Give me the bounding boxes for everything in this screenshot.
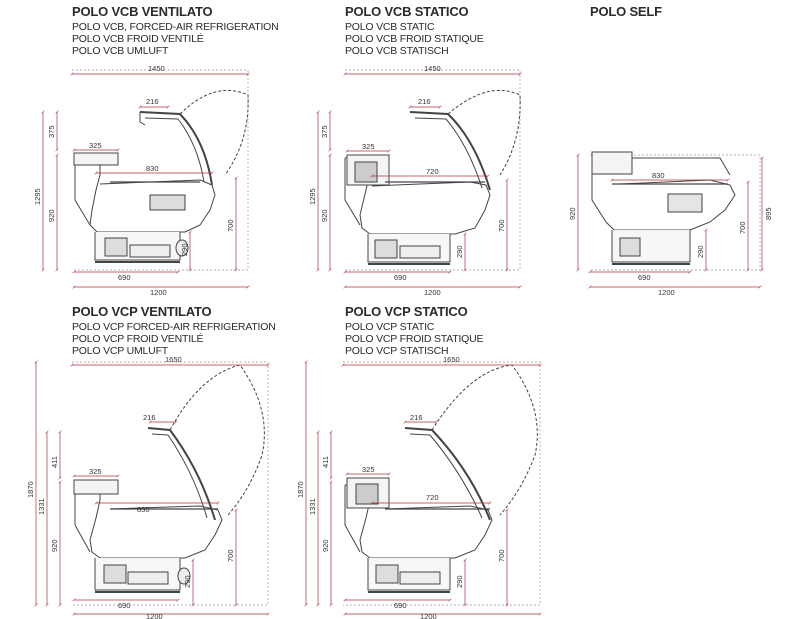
product-subtitle: POLO VCP FROID STATIQUE bbox=[345, 333, 484, 345]
dim-h-total: 1870 bbox=[296, 481, 305, 498]
dim-h-front: 700 bbox=[226, 549, 235, 562]
dim-base: 690 bbox=[394, 273, 407, 282]
dim-inner: 830 bbox=[137, 505, 150, 514]
dim-top: 216 bbox=[143, 413, 156, 422]
dim-inner: 830 bbox=[146, 164, 159, 173]
dim-h-body: 920 bbox=[568, 207, 577, 220]
dimensions-vcb-statico bbox=[318, 74, 520, 287]
product-subtitle: POLO VCB STATIC bbox=[345, 21, 435, 33]
dim-depth: 1200 bbox=[146, 612, 163, 619]
dim-total-width: 1450 bbox=[424, 64, 441, 73]
dim-h-total: 1870 bbox=[26, 481, 35, 498]
product-subtitle: POLO VCP STATISCH bbox=[345, 345, 449, 357]
dim-base: 690 bbox=[638, 273, 651, 282]
dim-h-glass: 375 bbox=[47, 125, 56, 138]
dim-h-front: 700 bbox=[497, 549, 506, 562]
dimensions-polo-self bbox=[578, 155, 762, 287]
dim-h-foot: 290 bbox=[455, 575, 464, 588]
product-subtitle: POLO VCB UMLUFT bbox=[72, 45, 169, 57]
product-subtitle: POLO VCB STATISCH bbox=[345, 45, 449, 57]
product-subtitle: POLO VCP UMLUFT bbox=[72, 345, 168, 357]
dim-shelf: 325 bbox=[362, 142, 375, 151]
dim-shelf: 325 bbox=[362, 465, 375, 474]
dim-total-width: 1650 bbox=[443, 355, 460, 364]
dim-depth: 1200 bbox=[420, 612, 437, 619]
dim-h-body: 920 bbox=[50, 539, 59, 552]
dim-h-body: 920 bbox=[47, 209, 56, 222]
dim-base: 690 bbox=[394, 601, 407, 610]
product-subtitle: POLO VCB FROID STATIQUE bbox=[345, 33, 484, 45]
dim-base: 690 bbox=[118, 601, 131, 610]
dim-h-foot: 290 bbox=[183, 575, 192, 588]
product-title: POLO VCB VENTILATO bbox=[72, 4, 213, 19]
dim-h-body: 920 bbox=[320, 209, 329, 222]
dim-h-mid: 1331 bbox=[37, 498, 46, 515]
dim-h-body: 920 bbox=[321, 539, 330, 552]
product-subtitle: POLO VCB, FORCED-AIR REFRIGERATION bbox=[72, 21, 279, 33]
dim-h-total: 1295 bbox=[308, 188, 317, 205]
dimensions-vcb-ventilato bbox=[43, 74, 248, 287]
drawing-vcp-ventilato bbox=[72, 361, 269, 606]
dim-depth: 1200 bbox=[150, 288, 167, 297]
dimensions-vcp-ventilato bbox=[36, 362, 268, 614]
product-subtitle: POLO VCB FROID VENTILÉ bbox=[72, 33, 204, 45]
dim-top: 216 bbox=[146, 97, 159, 106]
dim-shelf: 325 bbox=[89, 467, 102, 476]
dimensions-vcp-statico bbox=[306, 362, 540, 614]
dim-h-foot: 290 bbox=[180, 243, 189, 256]
product-title: POLO VCP STATICO bbox=[345, 304, 468, 319]
dim-h-right: 895 bbox=[764, 207, 773, 220]
product-subtitle: POLO VCP FROID VENTILÉ bbox=[72, 333, 204, 345]
drawing-vcb-statico bbox=[344, 69, 521, 271]
drawing-vcb-ventilato bbox=[72, 69, 249, 271]
dimension-labels-vcp-statico: 1650 216 325 720 690 1200 1870 1331 411 … bbox=[296, 355, 506, 619]
dimension-labels-vcb-ventilato: 1450 216 325 830 690 1200 375 1295 920 7… bbox=[33, 64, 235, 297]
dim-h-glass: 375 bbox=[320, 125, 329, 138]
drawing-polo-self bbox=[590, 151, 761, 271]
product-subtitle: POLO VCP FORCED-AIR REFRIGERATION bbox=[72, 321, 276, 333]
dim-top: 216 bbox=[410, 413, 423, 422]
dim-shelf: 325 bbox=[89, 141, 102, 150]
dim-inner: 830 bbox=[652, 171, 665, 180]
dim-h-glass: 411 bbox=[321, 456, 330, 468]
dim-top: 216 bbox=[418, 97, 431, 106]
dim-h-front: 700 bbox=[497, 219, 506, 232]
dim-h-mid: 1331 bbox=[308, 498, 317, 515]
dim-inner: 720 bbox=[426, 493, 439, 502]
product-title: POLO VCP VENTILATO bbox=[72, 304, 212, 319]
drawing-vcp-statico bbox=[343, 361, 541, 606]
dim-inner: 720 bbox=[426, 167, 439, 176]
dim-h-front: 700 bbox=[226, 219, 235, 232]
dim-h-glass: 411 bbox=[50, 456, 59, 468]
dim-depth: 1200 bbox=[658, 288, 675, 297]
product-title: POLO SELF bbox=[590, 4, 662, 19]
dim-base: 690 bbox=[118, 273, 131, 282]
dim-h-foot: 290 bbox=[455, 245, 464, 258]
product-title: POLO VCB STATICO bbox=[345, 4, 469, 19]
dimension-labels-vcp-ventilato: 1650 216 325 830 690 1200 1870 1331 411 … bbox=[26, 355, 235, 619]
product-subtitle: POLO VCP STATIC bbox=[345, 321, 435, 333]
dim-h-front: 700 bbox=[738, 221, 747, 234]
dim-h-foot: 290 bbox=[696, 245, 705, 258]
dim-total-width: 1450 bbox=[148, 64, 165, 73]
dim-h-total: 1295 bbox=[33, 188, 42, 205]
dimension-labels-polo-self: 830 690 1200 920 700 895 290 bbox=[568, 171, 773, 297]
dim-total-width: 1650 bbox=[165, 355, 182, 364]
dim-depth: 1200 bbox=[424, 288, 441, 297]
dimension-labels-vcb-statico: 1450 216 325 720 690 1200 375 1295 920 7… bbox=[308, 64, 506, 297]
